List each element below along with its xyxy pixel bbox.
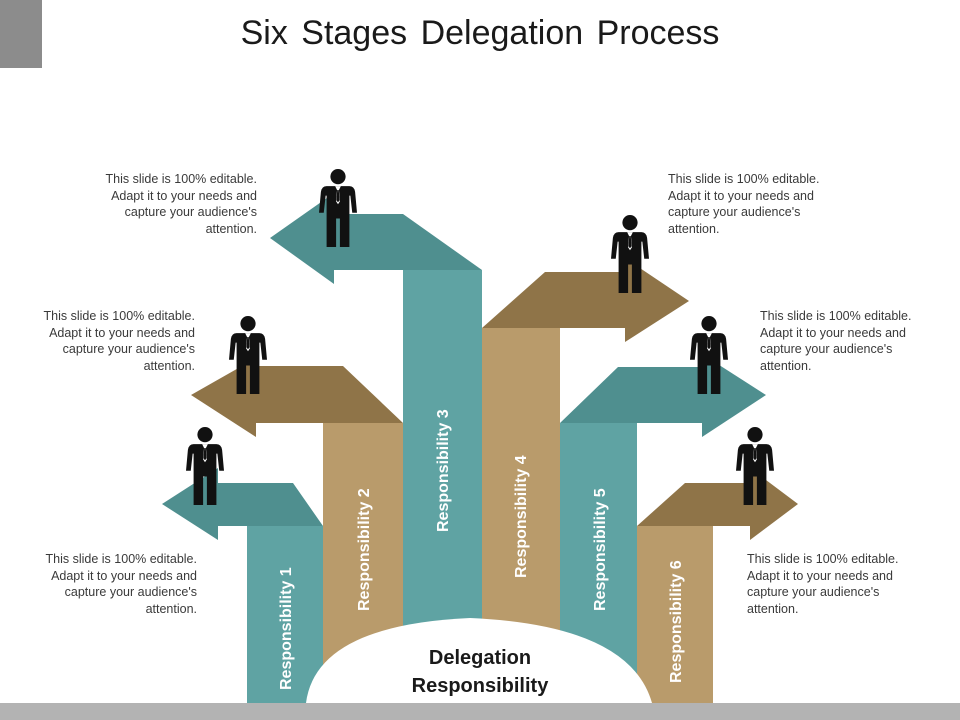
stage-4-label: Responsibility 4 — [513, 455, 530, 578]
stage-4-description: This slide is 100% editable. Adapt it to… — [668, 172, 820, 236]
stage-3-label: Responsibility 3 — [435, 409, 452, 532]
stage-3-description: This slide is 100% editable. Adapt it to… — [105, 172, 257, 236]
stage-2-label: Responsibility 2 — [356, 488, 373, 611]
stage-5-description: This slide is 100% editable. Adapt it to… — [760, 309, 912, 373]
page-title: Six Stages Delegation Process — [240, 14, 720, 52]
stage-6-description: This slide is 100% editable. Adapt it to… — [747, 552, 899, 616]
corner-accent-block — [0, 0, 42, 68]
stage-1-description: This slide is 100% editable. Adapt it to… — [45, 552, 197, 616]
center-dome-shape — [306, 618, 652, 703]
stage-3-shape — [270, 193, 482, 703]
stage-6-label: Responsibility 6 — [668, 560, 685, 683]
bottom-footer-bar — [0, 703, 960, 720]
stage-5-label: Responsibility 5 — [592, 488, 609, 611]
stage-2-description: This slide is 100% editable. Adapt it to… — [43, 309, 195, 373]
stage-1-label: Responsibility 1 — [278, 567, 295, 690]
